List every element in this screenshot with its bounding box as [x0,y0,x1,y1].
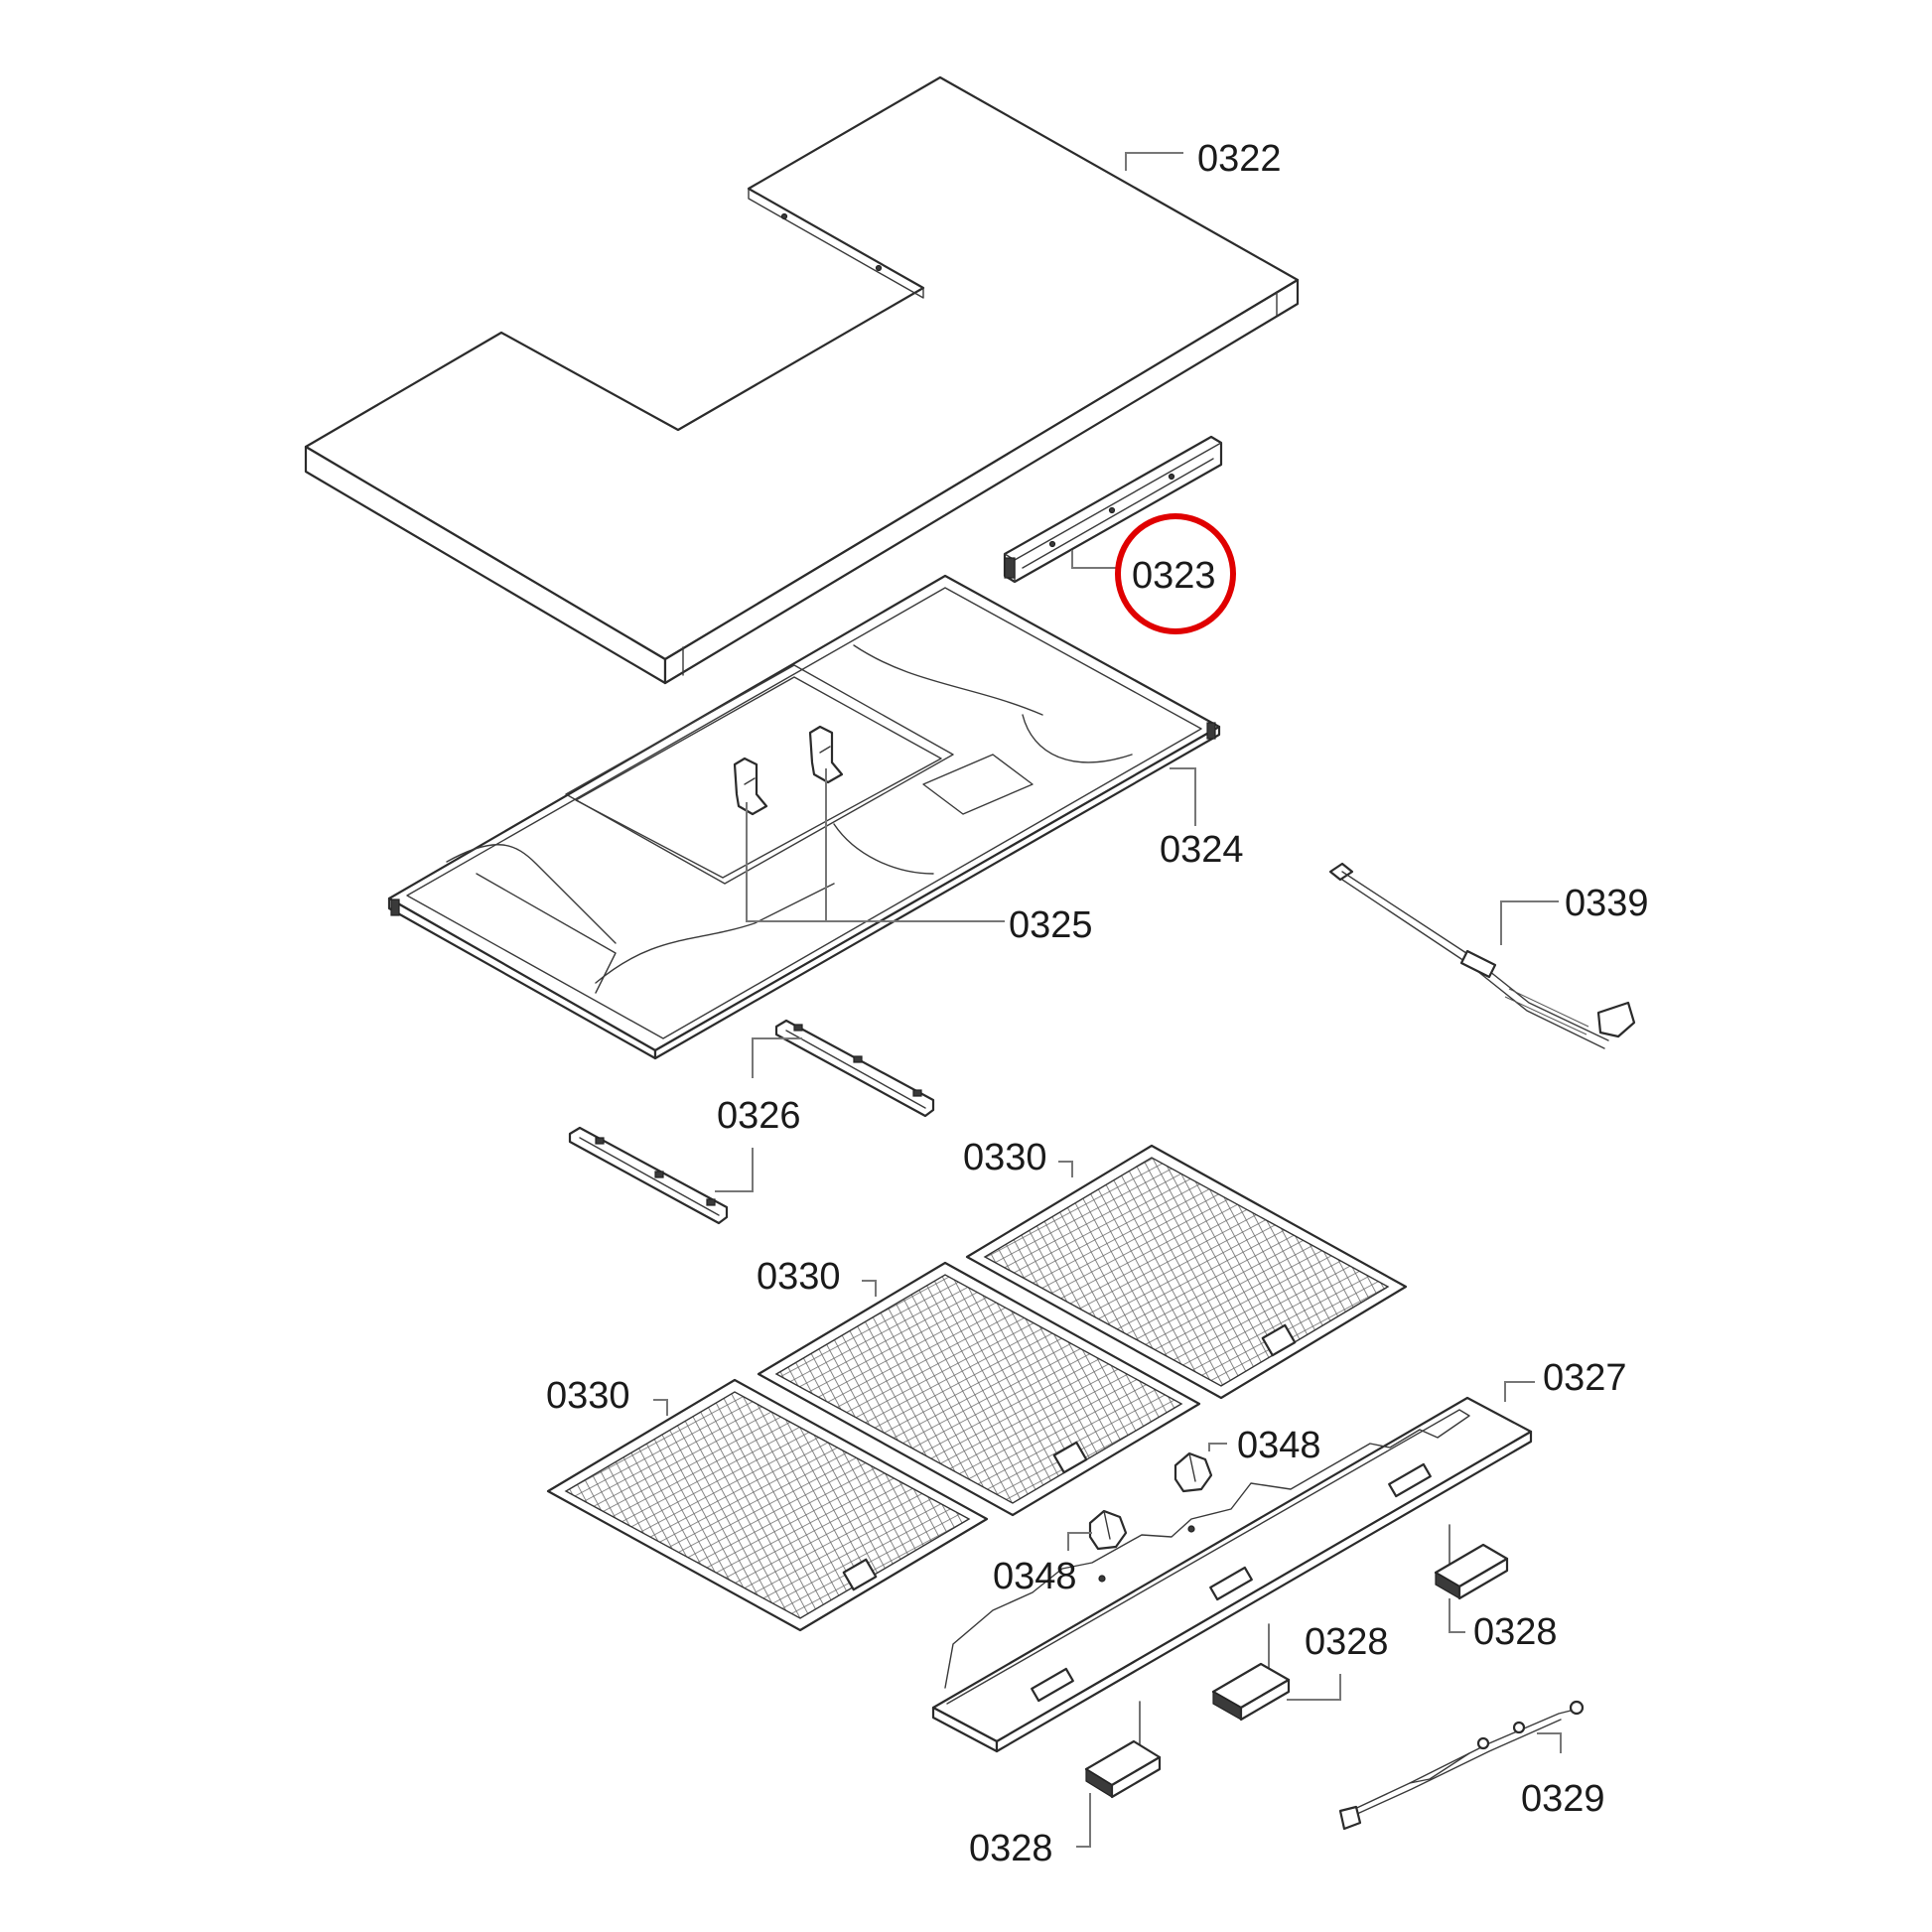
part-0322-top-cover[interactable] [304,75,1300,685]
part-0330-filter-middle[interactable] [757,1261,1201,1517]
label-0327[interactable]: 0327 [1543,1357,1627,1399]
label-0326[interactable]: 0326 [717,1095,801,1137]
label-0329[interactable]: 0329 [1521,1778,1605,1820]
label-0324[interactable]: 0324 [1160,829,1244,871]
leader-lines [653,152,1562,1848]
part-0330-filter-bottom[interactable] [546,1378,989,1632]
part-0323-trim-rail[interactable] [1003,435,1223,584]
label-0328-bottom[interactable]: 0328 [969,1828,1053,1869]
part-0339-cable-harness[interactable] [1328,862,1636,1049]
part-0325-bracket-right[interactable] [808,725,844,784]
label-0330-middle[interactable]: 0330 [757,1256,841,1298]
part-0328-module-middle[interactable] [1211,1623,1291,1722]
label-0322[interactable]: 0322 [1197,138,1282,180]
part-0326-rail-lower[interactable] [568,1126,729,1225]
part-0328-module-right[interactable] [1434,1524,1509,1600]
part-0328-module-bottom[interactable] [1084,1701,1162,1799]
part-0330-filter-top[interactable] [965,1144,1408,1400]
part-0329-wiring[interactable] [1338,1700,1585,1831]
label-0328-middle[interactable]: 0328 [1305,1621,1389,1663]
label-0339[interactable]: 0339 [1565,883,1649,924]
highlight-circle-0323 [1115,513,1236,634]
part-0324-hood-body[interactable] [387,574,1221,1060]
part-0326-rail-upper[interactable] [774,1019,935,1118]
part-0348-knob-lower[interactable] [1088,1509,1128,1551]
part-0327-control-strip[interactable] [931,1396,1533,1753]
part-0348-knob-upper[interactable] [1173,1451,1213,1493]
label-0348-upper[interactable]: 0348 [1237,1425,1321,1466]
label-0325[interactable]: 0325 [1009,904,1093,946]
part-labels: 0322 0323 0324 0325 0339 0326 0330 0330 … [546,138,1649,1869]
label-0348-lower[interactable]: 0348 [993,1556,1077,1597]
label-0328-right[interactable]: 0328 [1473,1611,1558,1653]
label-0323[interactable]: 0323 [1132,555,1216,597]
part-0325-bracket-left[interactable] [733,757,768,816]
label-0330-top[interactable]: 0330 [963,1137,1047,1178]
label-0330-bottom[interactable]: 0330 [546,1375,630,1417]
